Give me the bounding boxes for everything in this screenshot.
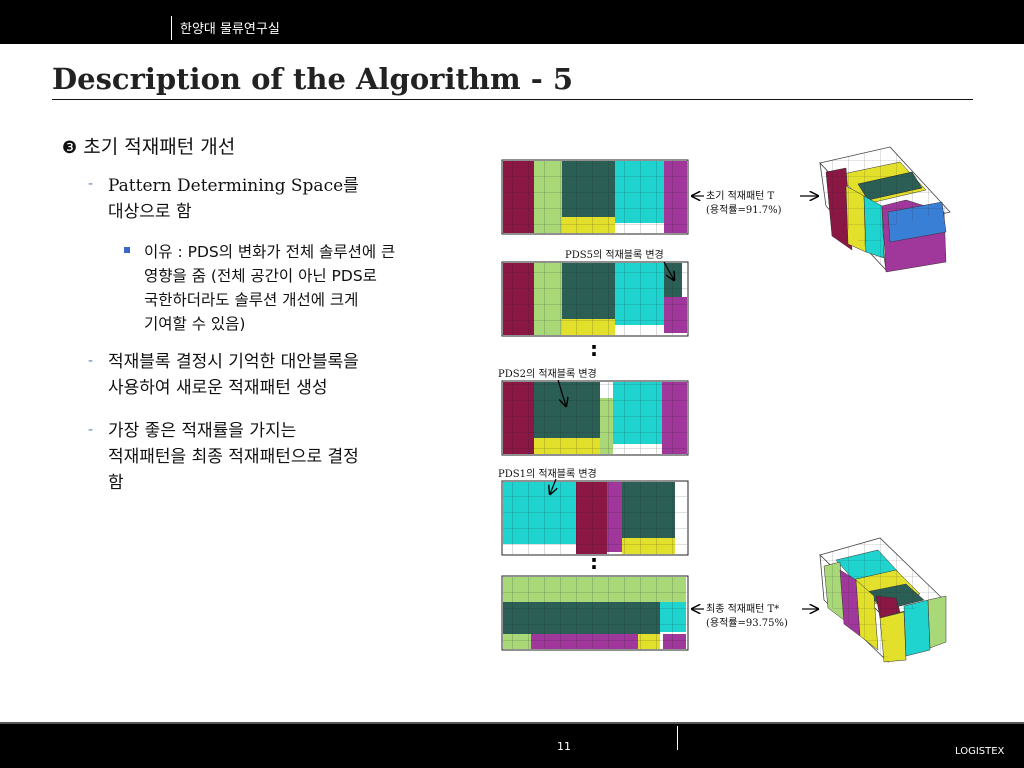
sub-bullet: 이유 : PDS의 변화가 전체 솔루션에 큰 영향을 줌 (전체 공간이 아닌… (144, 240, 474, 336)
heading-text: 초기 적재패턴 개선 (83, 136, 236, 158)
pds2-label: PDS2의 적재블록 변경 (498, 367, 597, 380)
sub-line2: 영향을 줌 (전체 공간이 아닌 PDS로 (144, 267, 377, 285)
bullet3-line3: 함 (108, 473, 124, 493)
bullet1: Pattern Determining Space를 대상으로 함 (108, 173, 478, 225)
bullet2-line1: 적재블록 결정시 기억한 대안블록을 (108, 352, 359, 372)
section-heading: ❸ 초기 적재패턴 개선 (62, 132, 235, 159)
initial-container-3d (819, 146, 951, 273)
page-number: 11 (557, 740, 571, 753)
final-container-3d (819, 537, 947, 664)
sub-line1: 이유 : PDS의 변화가 전체 솔루션에 큰 (144, 243, 396, 261)
final-ratio: (용적률=93.75%) (706, 617, 788, 629)
sub-line4: 기여할 수 있음) (144, 315, 246, 333)
bullet1-dash: - (88, 176, 94, 192)
pds2-pattern-panel (501, 380, 689, 456)
ellipsis-1: : (590, 337, 598, 361)
initial-pattern-panel (501, 159, 689, 235)
title-underline (52, 99, 973, 100)
sub-line3: 국한하더라도 솔루션 개선에 크게 (144, 291, 359, 309)
pds5-arrow (663, 261, 674, 280)
initial-ratio: (용적률=91.7%) (706, 204, 782, 216)
slide-title: Description of the Algorithm - 5 (52, 62, 574, 96)
brand-name: LOGISTEX (955, 746, 1005, 757)
bullet3-line1: 가장 좋은 적재률을 가지는 (108, 421, 297, 441)
bullet3-line2: 적재패턴을 최종 적재패턴으로 결정 (108, 447, 359, 467)
heading-number: ❸ (62, 138, 78, 158)
ellipsis-2: : (590, 550, 598, 574)
pds1-label: PDS1의 적재블록 변경 (498, 467, 597, 480)
bullet3: 가장 좋은 적재률을 가지는 적재패턴을 최종 적재패턴으로 결정 함 (108, 418, 478, 496)
sub-bullet-marker (124, 247, 130, 253)
pds5-pattern-panel (501, 261, 689, 337)
bullet2-line2: 사용하여 새로운 적재패턴 생성 (108, 378, 328, 398)
final-label: 최종 적재패턴 T* (706, 603, 779, 615)
bullet3-dash: - (88, 422, 94, 438)
lab-name: 한양대 물류연구실 (180, 22, 280, 37)
pds2-arrow (557, 379, 566, 406)
footer-rule (0, 722, 1024, 724)
bullet2: 적재블록 결정시 기억한 대안블록을 사용하여 새로운 적재패턴 생성 (108, 349, 478, 401)
final-pattern-panel (501, 575, 689, 651)
pds1-arrow (550, 478, 556, 494)
initial-label: 초기 적재패턴 T (706, 190, 775, 202)
bullet1-line2: 대상으로 함 (108, 202, 192, 222)
pds1-pattern-panel (501, 480, 689, 556)
bottom-bar: 11 LOGISTEX (0, 722, 1024, 768)
bullet1-line1: Pattern Determining Space를 (108, 176, 359, 196)
pds5-label: PDS5의 적재블록 변경 (565, 248, 664, 261)
bullet2-dash: - (88, 353, 94, 369)
top-bar: 한양대 물류연구실 (0, 0, 1024, 44)
footer-separator (677, 726, 678, 750)
header-separator (171, 16, 172, 40)
